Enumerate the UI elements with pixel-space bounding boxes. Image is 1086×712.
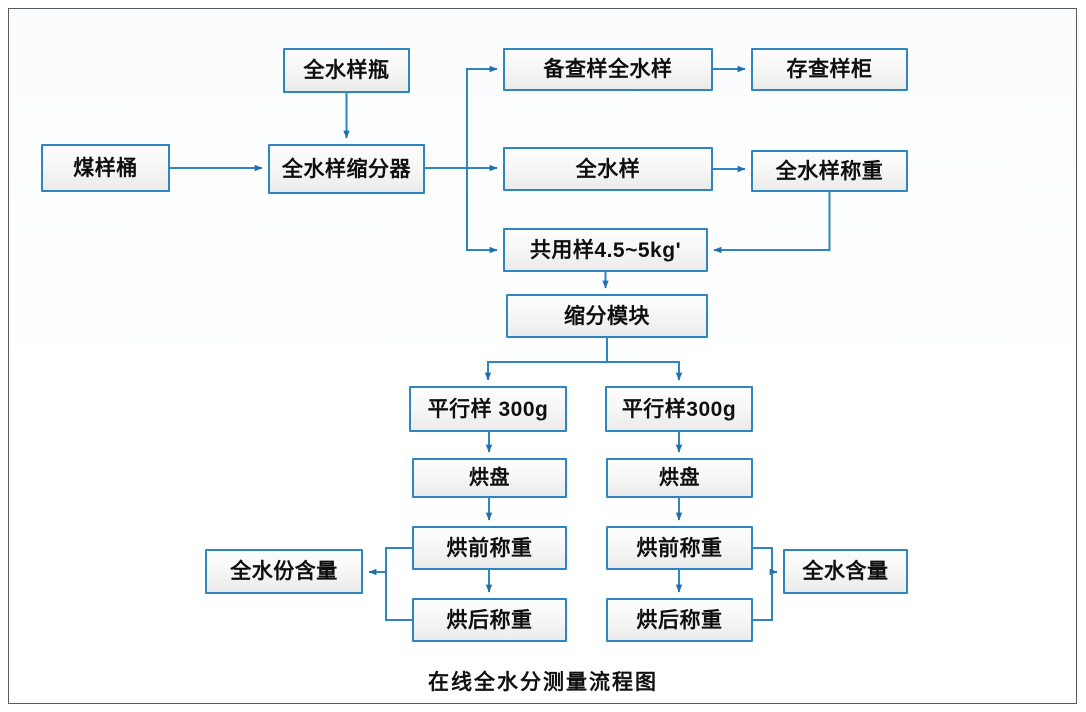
node-total-water-sample[interactable]: 全水样 bbox=[503, 147, 713, 191]
node-water-weighing[interactable]: 全水样称重 bbox=[751, 150, 908, 192]
diagram-caption: 在线全水分测量流程图 bbox=[428, 670, 658, 694]
node-pre-dry-right[interactable]: 烘前称重 bbox=[606, 526, 753, 570]
node-pre-dry-left[interactable]: 烘前称重 bbox=[412, 526, 567, 570]
node-post-dry-left[interactable]: 烘后称重 bbox=[412, 598, 567, 642]
node-water-divider[interactable]: 全水样缩分器 bbox=[268, 144, 425, 194]
node-water-sample-bottle[interactable]: 全水样瓶 bbox=[283, 48, 410, 93]
node-parallel-right[interactable]: 平行样300g bbox=[605, 386, 753, 432]
node-divider-module[interactable]: 缩分模块 bbox=[506, 294, 708, 338]
node-tray-left[interactable]: 烘盘 bbox=[412, 458, 567, 498]
node-reserve-sample[interactable]: 备查样全水样 bbox=[503, 48, 713, 91]
node-moisture-left[interactable]: 全水份含量 bbox=[205, 549, 363, 594]
node-moisture-right[interactable]: 全水含量 bbox=[783, 549, 908, 594]
node-coal-bucket[interactable]: 煤样桶 bbox=[41, 144, 170, 192]
node-post-dry-right[interactable]: 烘后称重 bbox=[606, 598, 753, 642]
node-tray-right[interactable]: 烘盘 bbox=[606, 458, 753, 498]
node-shared-sample[interactable]: 共用样4.5~5kg' bbox=[503, 228, 708, 272]
node-parallel-left[interactable]: 平行样 300g bbox=[409, 386, 567, 432]
node-sample-cabinet[interactable]: 存查样柜 bbox=[751, 48, 908, 91]
